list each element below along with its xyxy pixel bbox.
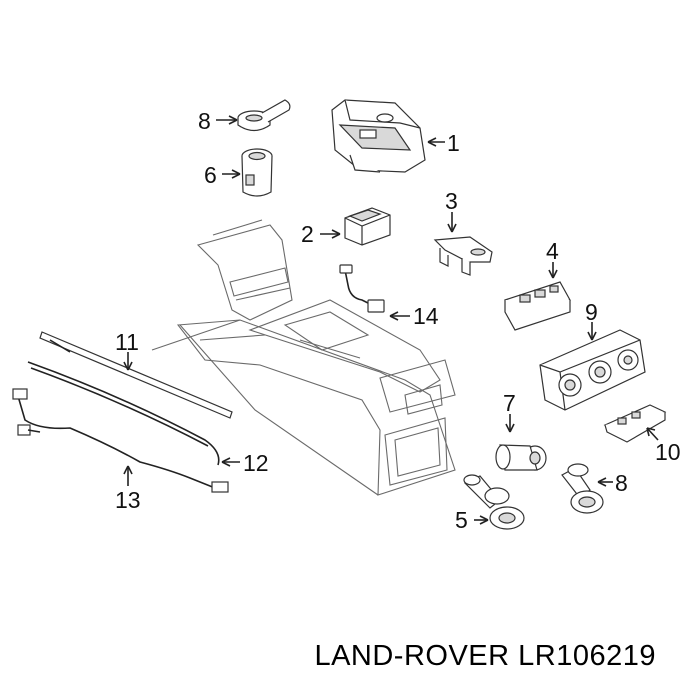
part-wiring-lead [339,264,385,313]
part-gear-selector-module [331,99,426,173]
callout-13: 13 [115,487,141,513]
part-climate-control-panel [539,329,646,411]
callout-8-top: 8 [198,108,211,134]
part-socket-housing [495,444,547,471]
part-power-socket [241,148,273,197]
callout-9: 9 [585,299,598,325]
part-switch-panel [504,281,571,331]
part-control-switch [603,404,667,443]
callout-3: 3 [445,188,458,214]
part-socket-with-ring [561,463,604,514]
part-switch-block [344,207,391,246]
callout-5: 5 [455,507,468,533]
callout-11: 11 [115,329,139,355]
callout-2: 2 [301,221,314,247]
callout-10: 10 [655,439,681,465]
part-number: LR106219 [518,640,656,672]
part-trim-strip-lower [27,361,220,466]
callout-7: 7 [503,390,516,416]
part-ring-with-handle [237,99,291,132]
brand-name: LAND-ROVER [314,640,510,672]
callout-14: 14 [413,303,439,329]
callout-4: 4 [546,238,559,264]
part-wiring-harness [12,388,229,493]
callout-12: 12 [243,450,269,476]
part-mounting-bracket [433,236,493,276]
callout-6: 6 [204,162,217,188]
callout-1: 1 [447,130,460,156]
part-lighter-socket [463,474,525,530]
callout-8-bottom: 8 [615,470,628,496]
part-reference: LAND-ROVER LR106219 [0,640,656,673]
leader-lines [123,115,659,525]
center-console-outline [151,219,456,496]
part-trim-strip-upper [39,331,233,419]
